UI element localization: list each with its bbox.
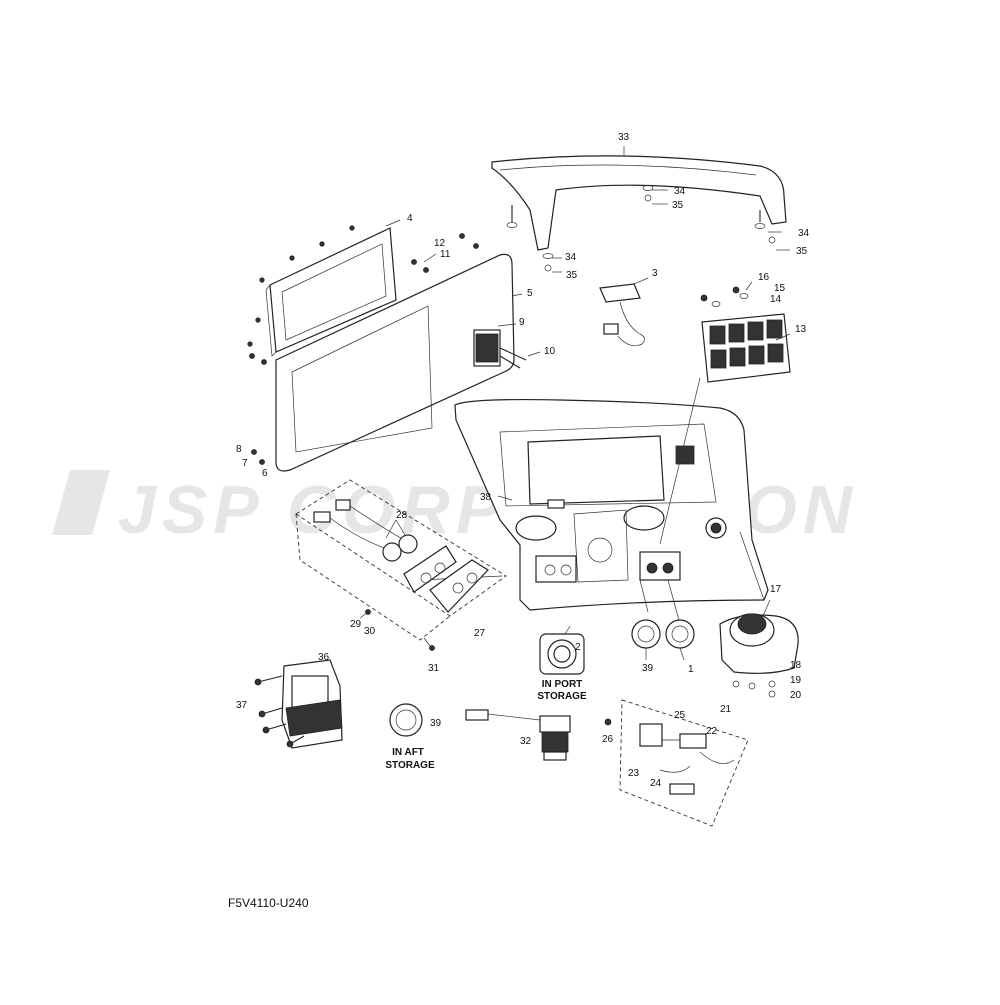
callout-1: 1 — [688, 664, 694, 675]
part-usb-28-group — [295, 479, 507, 651]
callout-34: 34 — [565, 252, 577, 263]
callout-30: 30 — [364, 626, 376, 637]
callout-3: 3 — [652, 268, 658, 279]
switch-button — [767, 343, 784, 363]
part-audio-socket-1 — [665, 619, 695, 649]
part-harness-21-group — [604, 699, 749, 827]
callout-26: 26 — [602, 734, 614, 745]
part-visor-33 — [491, 155, 787, 251]
callout-22: 22 — [706, 726, 718, 737]
diagram-code: F5V4110-U240 — [228, 896, 309, 910]
part-speaker-3 — [599, 283, 645, 347]
callout-20: 20 — [790, 690, 802, 701]
callout-36: 36 — [318, 652, 330, 663]
part-console-main — [454, 398, 769, 611]
callout-35: 35 — [672, 200, 684, 211]
callout-17: 17 — [770, 584, 782, 595]
callout-21: 21 — [720, 704, 732, 715]
callout-32: 32 — [520, 736, 532, 747]
callout-2: 2 — [575, 642, 581, 653]
callout-35: 35 — [566, 270, 578, 281]
part-12v-socket-39 — [631, 619, 661, 649]
callout-39: 39 — [430, 718, 442, 729]
part-latch-9 — [473, 329, 527, 369]
callout-7: 7 — [242, 458, 248, 469]
callout-15: 15 — [774, 283, 786, 294]
callout-11: 11 — [440, 249, 451, 260]
callout-25: 25 — [674, 710, 686, 721]
switch-button — [747, 321, 764, 341]
callout-31: 31 — [428, 663, 440, 674]
callout-13: 13 — [795, 324, 807, 335]
callout-34: 34 — [674, 186, 686, 197]
callout-23: 23 — [628, 768, 640, 779]
callout-18: 18 — [790, 660, 802, 671]
callout-28: 28 — [396, 510, 408, 521]
caption-port-storage-line2: STORAGE — [537, 691, 587, 702]
callout-14: 14 — [770, 294, 782, 305]
caption-aft-storage-line1: IN AFT — [392, 747, 424, 758]
callout-16: 16 — [758, 272, 770, 283]
callout-38: 38 — [480, 492, 492, 503]
callout-9: 9 — [519, 317, 525, 328]
callout-39: 39 — [642, 663, 654, 674]
callout-19: 19 — [790, 675, 802, 686]
switch-button — [748, 345, 765, 365]
callout-12: 12 — [434, 238, 446, 249]
part-5v-socket-2 — [539, 633, 585, 675]
part-module-36 — [254, 659, 343, 749]
switch-button — [710, 349, 727, 369]
switch-button — [729, 347, 746, 367]
callout-labels: 1234567891011121314151617181920212223242… — [236, 132, 810, 789]
callout-35: 35 — [796, 246, 808, 257]
hardware-14-16 — [700, 286, 749, 307]
callout-6: 6 — [262, 468, 268, 479]
hardware-34-35 — [506, 185, 776, 272]
switch-button — [709, 325, 726, 345]
part-sensor-32 — [465, 709, 571, 761]
part-joystick-17 — [719, 613, 799, 698]
part-switch-panel-13 — [701, 313, 791, 383]
callout-27: 27 — [474, 628, 486, 639]
callout-5: 5 — [527, 288, 533, 299]
callout-33: 33 — [618, 132, 630, 143]
callout-10: 10 — [544, 346, 556, 357]
callout-4: 4 — [407, 213, 413, 224]
callout-29: 29 — [350, 619, 362, 630]
caption-aft-storage-line2: STORAGE — [385, 760, 435, 771]
switch-button — [766, 319, 783, 339]
part-12v-socket-aft-39 — [389, 703, 423, 737]
switch-button — [728, 323, 745, 343]
callout-24: 24 — [650, 778, 662, 789]
part-frame-4 — [247, 225, 397, 357]
callout-8: 8 — [236, 444, 242, 455]
part-panel-5 — [249, 233, 515, 472]
callout-37: 37 — [236, 700, 248, 711]
caption-port-storage-line1: IN PORT — [542, 679, 583, 690]
callout-34: 34 — [798, 228, 810, 239]
